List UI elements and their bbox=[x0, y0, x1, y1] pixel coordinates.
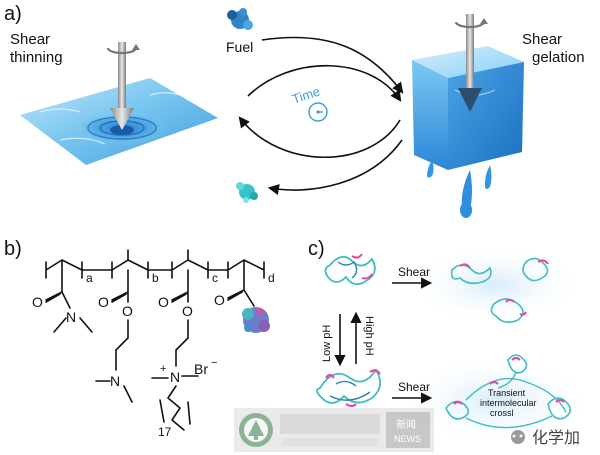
waste-molecule-icon bbox=[236, 182, 258, 203]
transient-label-line3: crossl bbox=[490, 408, 514, 418]
cycle-arrow-bottom bbox=[238, 116, 401, 158]
atom-o4: O bbox=[214, 292, 225, 308]
atom-o2: O bbox=[98, 294, 109, 310]
transient-label-line2: intermolecular bbox=[480, 398, 537, 408]
subscript-b: b bbox=[152, 271, 159, 285]
polymer-coils-separated bbox=[450, 257, 549, 324]
university-seal-logo bbox=[239, 413, 273, 447]
wechat-account-name: 化学加 bbox=[532, 428, 580, 447]
protein-molecule-icon bbox=[242, 307, 270, 333]
monomer-unit-c: O O N + Br − 17 bbox=[151, 269, 217, 439]
shear-gelation-caption-line2: gelation bbox=[532, 49, 585, 66]
glow-top bbox=[405, 245, 585, 325]
panel-b: b) a b c d O N O O N O bbox=[4, 238, 275, 439]
monomer-unit-b: O O N bbox=[95, 269, 133, 403]
subscript-a: a bbox=[86, 271, 93, 285]
panel-c: c) Shear Low pH High pH bbox=[308, 238, 595, 445]
shear-label-top: Shear bbox=[398, 265, 430, 279]
transient-label-line1: Transient bbox=[488, 388, 526, 398]
university-name-english-logotype bbox=[282, 438, 378, 446]
stirring-rod-right bbox=[454, 14, 488, 112]
subscript-d: d bbox=[268, 271, 275, 285]
atom-o3: O bbox=[158, 294, 169, 310]
panel-b-label: b) bbox=[4, 238, 22, 260]
atom-n1: N bbox=[66, 309, 76, 325]
polymer-coil-extended bbox=[316, 368, 382, 408]
atom-o3b: O bbox=[182, 303, 193, 319]
polymer-backbone bbox=[45, 249, 265, 279]
fuel-input-arrow bbox=[261, 36, 404, 94]
atom-n3: N bbox=[170, 369, 180, 385]
glow-bottom bbox=[395, 355, 595, 445]
shear-thinning-caption-line2: thinning bbox=[10, 49, 63, 66]
atom-br-charge: − bbox=[211, 357, 217, 369]
university-name-logotype bbox=[280, 414, 380, 434]
atom-br: Br bbox=[194, 361, 208, 377]
wechat-icon bbox=[511, 430, 525, 444]
monomer-unit-d: O bbox=[214, 259, 270, 333]
monomer-unit-a: O N bbox=[32, 259, 93, 333]
subscript-c: c bbox=[212, 271, 218, 285]
low-ph-label: Low pH bbox=[321, 325, 333, 362]
shear-thinning-caption-line1: Shear bbox=[10, 31, 50, 48]
fuel-molecule-icon bbox=[227, 8, 253, 30]
news-badge bbox=[386, 412, 430, 448]
panel-a: a) Shear thinning Shear gelation bbox=[4, 3, 585, 218]
atom-n2: N bbox=[110, 373, 120, 389]
high-ph-label: High pH bbox=[363, 316, 375, 356]
panel-a-label: a) bbox=[4, 3, 22, 25]
atom-o2b: O bbox=[122, 303, 133, 319]
news-badge-en: NEWS bbox=[394, 434, 421, 444]
shear-label-bottom: Shear bbox=[398, 380, 430, 394]
chain-length-subscript: 17 bbox=[158, 425, 172, 439]
polymer-network-crosslinked bbox=[445, 354, 572, 429]
cycle-arrow-top bbox=[247, 64, 402, 102]
watermark: 新闻 NEWS bbox=[234, 408, 434, 452]
panel-c-label: c) bbox=[308, 238, 325, 260]
fuel-label: Fuel bbox=[226, 39, 253, 55]
news-badge-cn: 新闻 bbox=[396, 418, 416, 431]
atom-n3-charge: + bbox=[160, 363, 166, 375]
atom-o1: O bbox=[32, 294, 43, 310]
stirring-rod-left bbox=[106, 42, 140, 130]
wechat-tag: 化学加 bbox=[511, 428, 580, 447]
shear-gelation-caption-line1: Shear bbox=[522, 31, 562, 48]
time-icon: Time bbox=[290, 84, 328, 122]
waste-output-arrow bbox=[267, 139, 403, 196]
polymer-coil-single bbox=[324, 253, 376, 286]
